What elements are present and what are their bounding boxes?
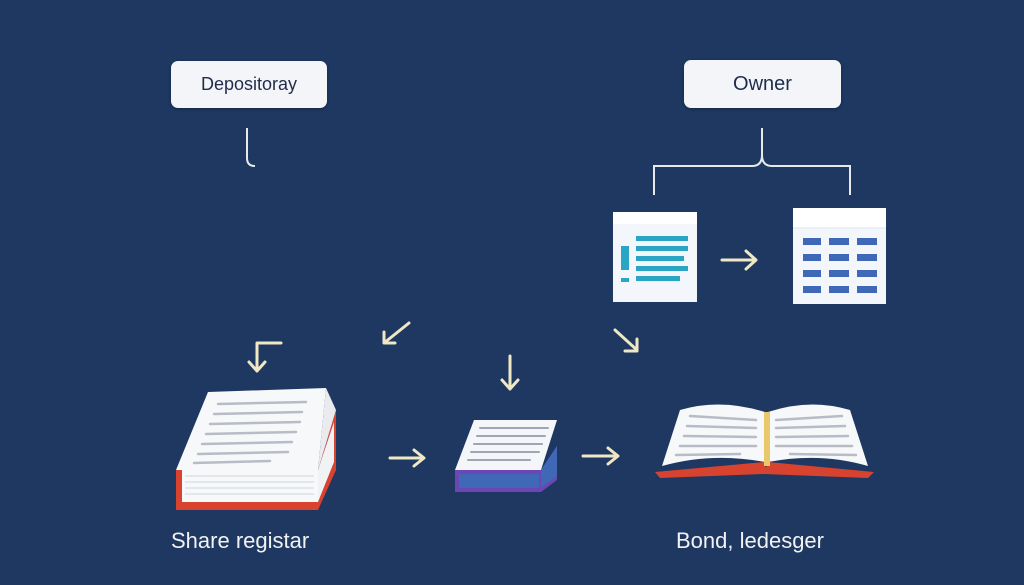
- arrow-right-icon: [720, 249, 758, 271]
- document-list-icon: [613, 212, 697, 302]
- open-book-icon: [655, 404, 874, 478]
- arrow-down-right-icon: [613, 328, 639, 353]
- table-grid-icon: [793, 208, 886, 304]
- depository-connector: [246, 128, 256, 167]
- corner-arrow-icon: [247, 341, 283, 373]
- stacked-book-icon: [176, 388, 336, 510]
- owner-brace: [653, 128, 851, 195]
- bond-ledger-caption: Bond, ledesger: [676, 528, 824, 553]
- small-book-icon: [455, 420, 557, 492]
- depository-label: Depositoray: [171, 61, 327, 108]
- share-register-caption: Share registar: [171, 528, 310, 553]
- arrow-down-left-icon: [382, 321, 411, 345]
- arrow-right-icon: [388, 448, 426, 468]
- arrow-down-icon: [500, 354, 520, 391]
- arrow-right-icon: [581, 446, 620, 466]
- owner-label: Owner: [684, 60, 841, 108]
